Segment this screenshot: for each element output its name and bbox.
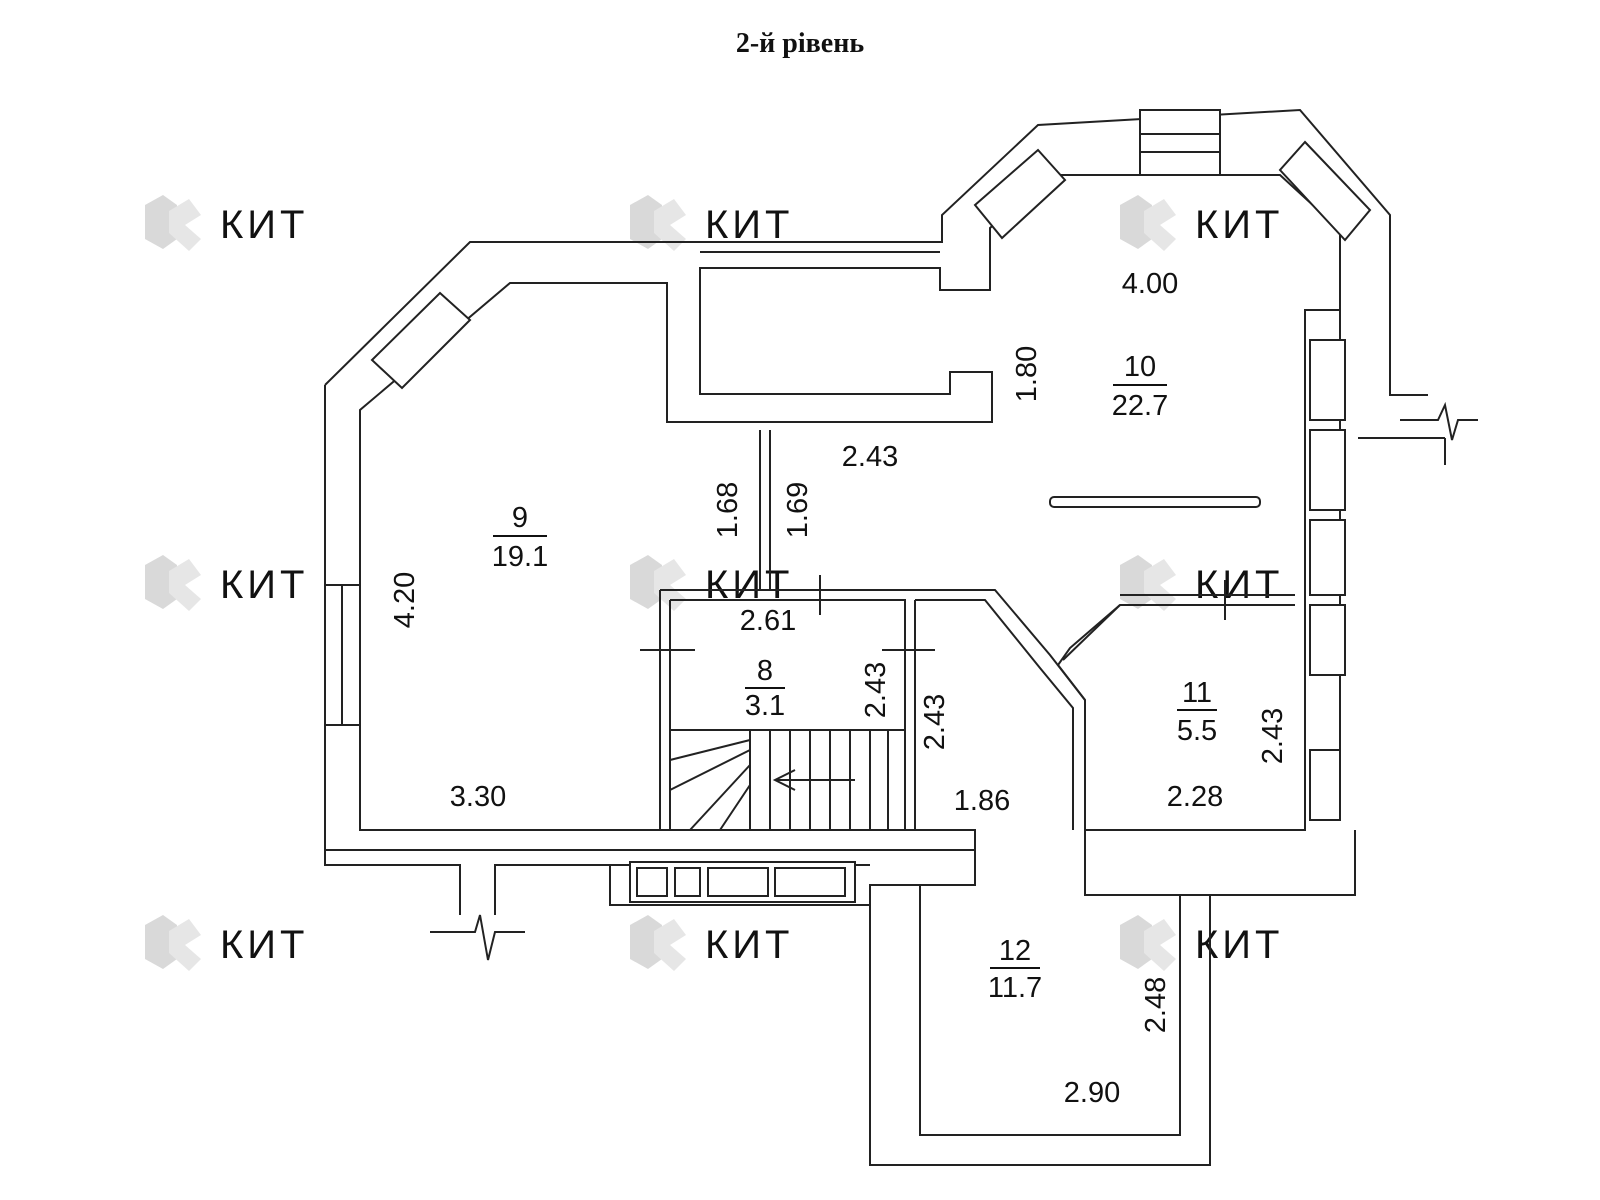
- room11-walls: [1062, 594, 1295, 661]
- dimension-labels: 4.00 1.80 2.43 1.68 1.69 4.20 3.30 2.61 …: [389, 268, 1289, 1109]
- room-8-number: 8: [757, 655, 773, 687]
- room12-walls: [869, 830, 1356, 1166]
- watermark-text: КИТ: [220, 203, 308, 247]
- watermark-logo: КИТ: [1120, 195, 1283, 251]
- room-11-area: 5.5: [1177, 715, 1217, 747]
- watermark-text: КИТ: [220, 923, 308, 967]
- dim-room11-height: 2.43: [1257, 708, 1289, 764]
- window-top-right: [1278, 140, 1372, 242]
- dim-corridor-left: 1.68: [712, 482, 744, 538]
- room-labels: 9 19.1 10 22.7 8 3.1 11 5.5 12 11.7: [492, 351, 1217, 1004]
- dim-corridor-width: 2.43: [842, 441, 898, 473]
- room-12-number: 12: [999, 935, 1031, 967]
- dim-room10-height: 1.80: [1011, 346, 1043, 402]
- watermark-logo: КИТ: [630, 915, 793, 971]
- window-east-4: [1309, 604, 1346, 676]
- watermark-logo: КИТ: [630, 195, 793, 251]
- watermark-text: КИТ: [705, 923, 793, 967]
- plan-title: 2-й рівень: [735, 28, 865, 59]
- dim-room9-width: 3.30: [450, 781, 506, 813]
- watermark-logo: КИТ: [630, 555, 789, 611]
- room10-radiator: [1049, 496, 1261, 508]
- corridor-partition: [759, 430, 771, 590]
- window-east-3: [1309, 519, 1346, 596]
- room-10-area: 22.7: [1112, 390, 1168, 422]
- dim-corridor-right: 1.69: [782, 482, 814, 538]
- dim-room9-height: 4.20: [389, 572, 421, 628]
- room-8-area: 3.1: [745, 690, 785, 722]
- room-9-number: 9: [512, 502, 528, 534]
- dim-room11-width: 2.28: [1167, 781, 1223, 813]
- watermark-logo: КИТ: [145, 555, 308, 611]
- watermark-logo: КИТ: [1120, 915, 1283, 971]
- dim-room12-width: 2.90: [1064, 1077, 1120, 1109]
- dim-room8-width: 2.61: [740, 605, 796, 637]
- window-top: [1139, 109, 1221, 176]
- room8-walls: [659, 589, 1086, 830]
- watermark-text: КИТ: [220, 563, 308, 607]
- dim-hall-height: 2.43: [919, 694, 951, 750]
- window-east-5: [1309, 749, 1341, 821]
- walls: [324, 108, 1428, 1166]
- room-12-area: 11.7: [988, 972, 1042, 1004]
- watermark-logo: КИТ: [145, 915, 308, 971]
- watermark-text: КИТ: [1195, 923, 1283, 967]
- watermark-text: КИТ: [1195, 203, 1283, 247]
- door-marks: [640, 575, 1226, 651]
- room-11-number: 11: [1182, 677, 1212, 709]
- watermarks: КИТ КИТ КИТ КИТ КИТ КИТ: [145, 195, 1283, 971]
- break-symbols: [430, 401, 1478, 961]
- windows: [324, 109, 1372, 903]
- window-east-2: [1309, 429, 1346, 511]
- watermark-text: КИТ: [705, 203, 793, 247]
- room-10-number: 10: [1124, 351, 1156, 383]
- dim-room12-height: 2.48: [1140, 977, 1172, 1033]
- watermark-text: КИТ: [1195, 563, 1283, 607]
- window-east-1: [1309, 339, 1346, 421]
- dim-hall-width: 1.86: [954, 785, 1010, 817]
- dim-room10-width: 4.00: [1122, 268, 1178, 300]
- staircase: [669, 730, 889, 831]
- room9-outer-wall: [324, 174, 1341, 851]
- outer-shell: [324, 108, 1428, 396]
- window-room9-nw: [370, 291, 472, 390]
- dim-room8-height: 2.43: [860, 662, 892, 718]
- room-9-area: 19.1: [492, 541, 548, 573]
- stair-frame: [670, 729, 905, 830]
- watermark-logo: КИТ: [1120, 555, 1283, 611]
- watermark-logo: КИТ: [145, 195, 308, 251]
- window-top-left: [973, 148, 1067, 240]
